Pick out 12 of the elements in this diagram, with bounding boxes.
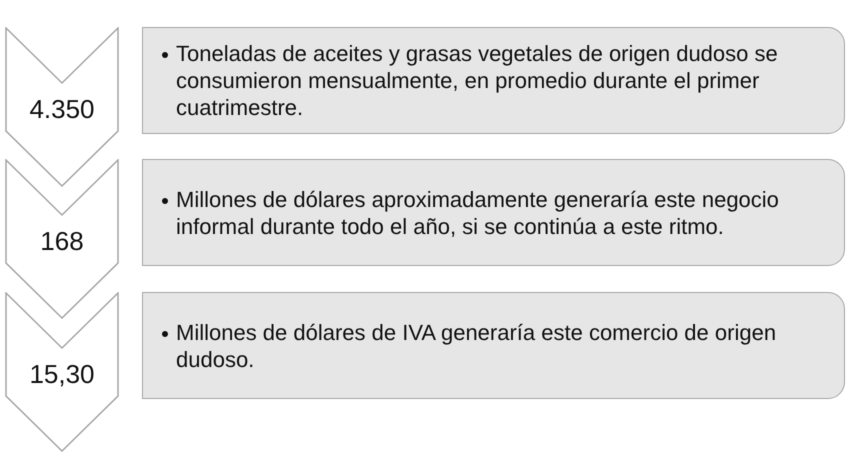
chevron-block (5, 27, 119, 187)
description-text: Millones de dólares aproximadamente generaría este negocio informal durante todo el año, si se continúa a este ritmo. (176, 186, 780, 240)
figure-value: 168 (40, 225, 84, 257)
figure-value: 4.350 (29, 93, 95, 125)
text-panel (142, 292, 845, 399)
figure-value: 15,30 (29, 358, 95, 390)
chevron-block (5, 292, 119, 452)
text-panel (142, 159, 845, 266)
chevron-block (5, 159, 119, 319)
text-panel (142, 27, 845, 134)
description-text: Millones de dólares de IVA generaría este comercio de origen dudoso. (176, 318, 778, 372)
description-text: Toneladas de aceites y grasas vegetales de origen dudoso se consumieron mensualmente, en promedio durante el primer cuatrimestre. (176, 40, 779, 121)
